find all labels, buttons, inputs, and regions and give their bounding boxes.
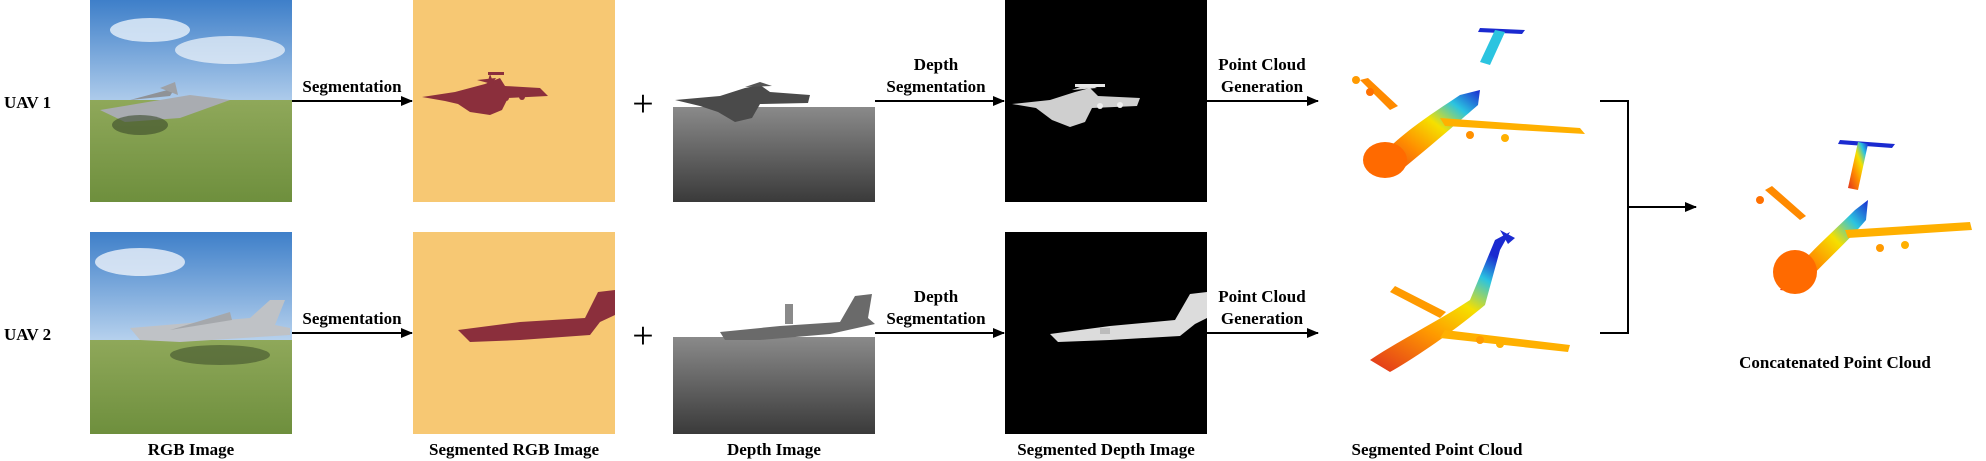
segmented-depth-image-uav2 — [1005, 232, 1207, 434]
row-label-uav1: UAV 1 — [4, 93, 51, 112]
caption-depth-image: Depth Image — [727, 440, 821, 459]
plus-sign-uav1: + — [632, 83, 653, 125]
step-depth-segmentation-uav2-line1: Depth — [914, 287, 959, 306]
step-depth-segmentation-uav1-line1: Depth — [914, 55, 959, 74]
segmented-rgb-image-uav1 — [413, 0, 615, 202]
segmented-depth-image-uav1 — [1005, 0, 1207, 202]
caption-segmented-depth-image: Segmented Depth Image — [1017, 440, 1195, 459]
segmented-point-cloud-uav1 — [1352, 28, 1585, 178]
step-pc-generation-uav1-line2: Generation — [1221, 77, 1304, 96]
step-pc-generation-uav2-line1: Point Cloud — [1218, 287, 1306, 306]
rgb-image-uav2 — [90, 232, 292, 434]
step-depth-segmentation-uav2-line2: Segmentation — [886, 309, 986, 328]
segmented-rgb-image-uav2 — [413, 232, 615, 434]
concatenated-point-cloud — [1756, 140, 1972, 294]
rgb-image-uav1 — [90, 0, 292, 202]
step-segmentation-uav1: Segmentation — [302, 77, 402, 96]
step-segmentation-uav2: Segmentation — [302, 309, 402, 328]
caption-segmented-rgb-image: Segmented RGB Image — [429, 440, 599, 459]
segmented-point-cloud-uav2 — [1370, 230, 1570, 372]
caption-concatenated-point-cloud: Concatenated Point Cloud — [1739, 353, 1931, 372]
merge-bracket — [1600, 100, 1697, 334]
step-depth-segmentation-uav1-line2: Segmentation — [886, 77, 986, 96]
caption-rgb-image: RGB Image — [148, 440, 235, 459]
step-pc-generation-uav2-line2: Generation — [1221, 309, 1304, 328]
plus-sign-uav2: + — [632, 315, 653, 357]
row-label-uav2: UAV 2 — [4, 325, 51, 344]
depth-image-uav1 — [673, 0, 875, 202]
depth-image-uav2 — [673, 232, 875, 434]
caption-segmented-point-cloud: Segmented Point Cloud — [1352, 440, 1524, 459]
step-pc-generation-uav1-line1: Point Cloud — [1218, 55, 1306, 74]
